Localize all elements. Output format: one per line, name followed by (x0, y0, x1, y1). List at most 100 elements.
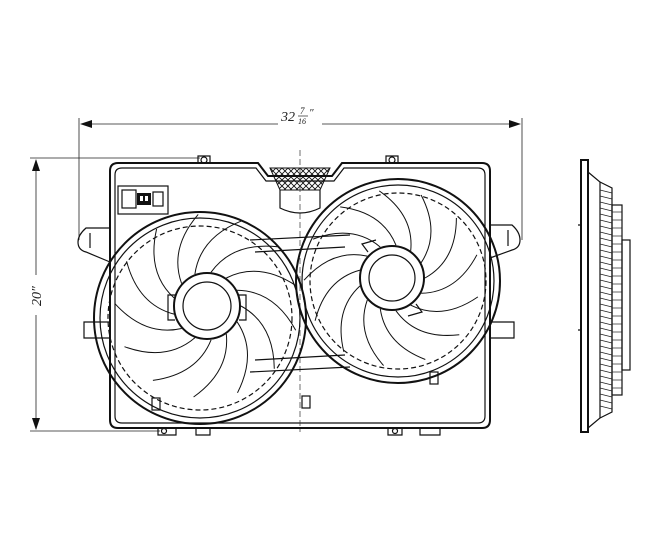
top-clip-right (385, 155, 399, 163)
left-motor-mount-right (239, 294, 247, 321)
side-rib (599, 273, 613, 278)
side-rib (599, 213, 613, 218)
fan-blade (152, 339, 212, 381)
left-motor-mount-left (167, 294, 175, 321)
width-arrow-left (80, 120, 92, 128)
lower-tab-center (301, 395, 311, 409)
width-dimension: 32 7 16 ″ (78, 106, 523, 240)
left-fan-blades (114, 214, 298, 398)
fan-blade (395, 310, 460, 336)
fan-blade (312, 232, 381, 248)
side-rib (599, 279, 613, 284)
fan-blade (194, 220, 242, 275)
frame-outline (109, 162, 491, 429)
fan-blade (177, 214, 199, 284)
fan-blade (410, 296, 479, 312)
fan-blade (210, 245, 278, 273)
center-bracket (279, 190, 321, 214)
side-rib (599, 393, 613, 398)
side-rib (599, 201, 613, 206)
fan-blade (236, 321, 248, 394)
fan-blade (124, 337, 196, 354)
side-rib (599, 189, 613, 194)
bottom-clip-4 (419, 428, 441, 436)
fan-blade (114, 303, 182, 331)
height-arrow-bottom (32, 418, 40, 430)
fan-blade (378, 190, 412, 251)
width-fraction-denominator: 16 (298, 117, 306, 126)
side-rib (599, 315, 613, 320)
side-rib (599, 363, 613, 368)
top-clip-left-hole (200, 156, 208, 164)
fan-blade (153, 228, 175, 299)
width-unit: ″ (309, 107, 314, 119)
side-rib (599, 225, 613, 230)
side-view-motor (621, 239, 631, 371)
right-fan-hub-inner (368, 254, 416, 302)
bottom-clip-2 (195, 428, 211, 436)
frame-inner-outline (114, 167, 486, 424)
connector-housing (117, 185, 169, 215)
fan-blade (237, 289, 297, 331)
right-fan-blades (303, 190, 479, 366)
bottom-clip-3-hole (391, 427, 399, 435)
left-fan-blade-tip-ring (107, 225, 293, 411)
side-rib (599, 381, 613, 386)
height-label: 20″ (30, 286, 45, 306)
fan-blade (226, 270, 298, 287)
left-fan (93, 211, 307, 425)
side-rib (599, 333, 613, 338)
side-rib (599, 309, 613, 314)
side-view-detail (599, 189, 622, 410)
side-rib (599, 291, 613, 296)
fan-blade (240, 305, 275, 369)
side-rib (599, 195, 613, 200)
right-lower-bracket (490, 321, 515, 339)
width-whole-number: 32 (280, 110, 295, 125)
side-rib (599, 387, 613, 392)
side-rib (599, 369, 613, 374)
side-rib (599, 327, 613, 332)
right-fan (295, 178, 501, 384)
strut-upper (249, 234, 351, 241)
side-rib (599, 207, 613, 212)
fan-blade (193, 333, 228, 398)
side-rib (599, 267, 613, 272)
side-view-shroud (587, 171, 601, 429)
left-fan-shroud-outer (93, 211, 307, 425)
side-rib (599, 231, 613, 236)
top-clip-right-hole (388, 156, 396, 164)
right-motor-mount-bottom (407, 303, 424, 317)
side-rib (599, 405, 613, 410)
side-rib (599, 243, 613, 248)
side-rib (599, 375, 613, 380)
fan-blade (340, 285, 361, 352)
connector-pins (137, 193, 151, 205)
shroud-frame (77, 150, 521, 436)
right-fan-motor-hub (359, 245, 425, 311)
left-fan-motor-hub (173, 272, 241, 340)
side-rib (599, 219, 613, 224)
electrical-connector (117, 185, 169, 215)
lower-tab-left (151, 397, 161, 411)
fan-blade (126, 261, 175, 315)
side-rib (599, 237, 613, 242)
left-fan-shroud-ring (99, 217, 301, 419)
side-rib (599, 399, 613, 404)
connector-plug (121, 189, 137, 209)
left-lower-bracket (83, 321, 110, 339)
height-dimension: 20″ (30, 157, 200, 432)
side-view (578, 159, 631, 433)
height-arrow-top (32, 159, 40, 171)
fan-blade (340, 206, 397, 246)
side-rib (599, 303, 613, 308)
bottom-clip-3 (387, 428, 403, 436)
side-rib (599, 339, 613, 344)
side-rib (599, 285, 613, 290)
side-rib (599, 255, 613, 260)
right-fan-blade-tip-ring (309, 192, 487, 370)
right-fan-shroud-outer (295, 178, 501, 384)
fan-blade (424, 217, 457, 279)
fan-blade (379, 308, 426, 360)
